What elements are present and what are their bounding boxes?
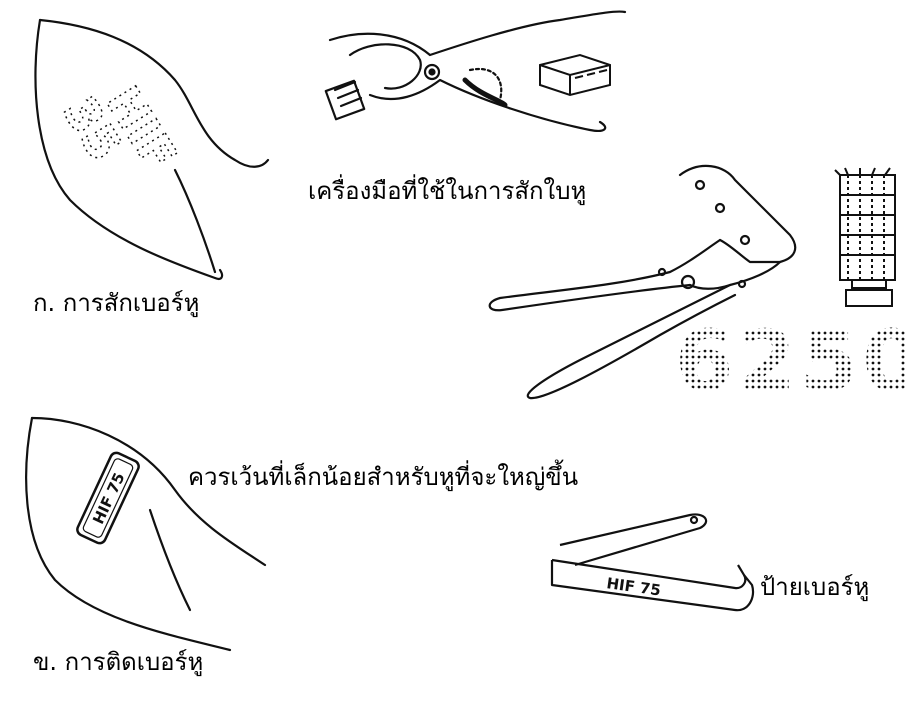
digit-block-drawing [540,55,610,95]
caption-tattoo-tool: เครื่องมือที่ใช้ในการสักใบหู [308,176,586,206]
tagged-ear-drawing [26,418,265,650]
tattoo-pliers-drawing [326,12,625,131]
caption-tag-spacing-note: ควรเว้นที่เล็กน้อยสำหรับหูที่จะใหญ่ขึ้น [188,462,578,492]
caption-ear-tag: ป้ายเบอร์หู [760,572,869,602]
tattoo-digits: 6250 [675,312,907,410]
ear-tag-text: HIF 75 [605,574,661,599]
caption-ear-tagging: ข. การติดเบอร์หู [33,647,203,677]
caption-ear-tattoo: ก. การสักเบอร์หู [33,288,199,318]
tattoo-stamp-head-drawing [835,168,895,306]
ear-tag-on-ear-drawing: HIF 75 [75,451,140,545]
